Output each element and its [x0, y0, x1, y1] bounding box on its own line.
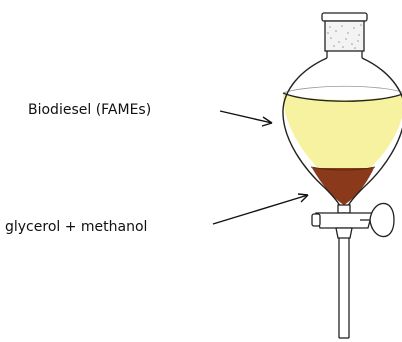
glycerol-layer — [312, 168, 374, 205]
layer-boundary — [310, 166, 376, 171]
drain-stem — [338, 238, 350, 338]
label-glycerol-methanol: glycerol + methanol — [5, 219, 148, 235]
stopper-body — [324, 20, 365, 52]
biodiesel-layer — [282, 93, 402, 170]
stopcock-handle — [369, 202, 395, 238]
stopcock-top-joint — [337, 204, 351, 214]
arrow-glycerol — [212, 193, 309, 225]
stopcock — [311, 202, 395, 239]
stopcock-bottom-joint — [335, 227, 353, 239]
liquid-surface-back — [282, 85, 402, 94]
stopper-cap — [321, 12, 368, 22]
stopcock-left-nut — [311, 213, 321, 227]
stopper-texture — [327, 24, 362, 49]
arrow-biodiesel — [219, 110, 273, 127]
stopper — [321, 12, 368, 52]
liquid-surface-line — [282, 92, 402, 102]
funnel-neck — [326, 51, 363, 58]
label-biodiesel: Biodiesel (FAMEs) — [28, 102, 152, 118]
